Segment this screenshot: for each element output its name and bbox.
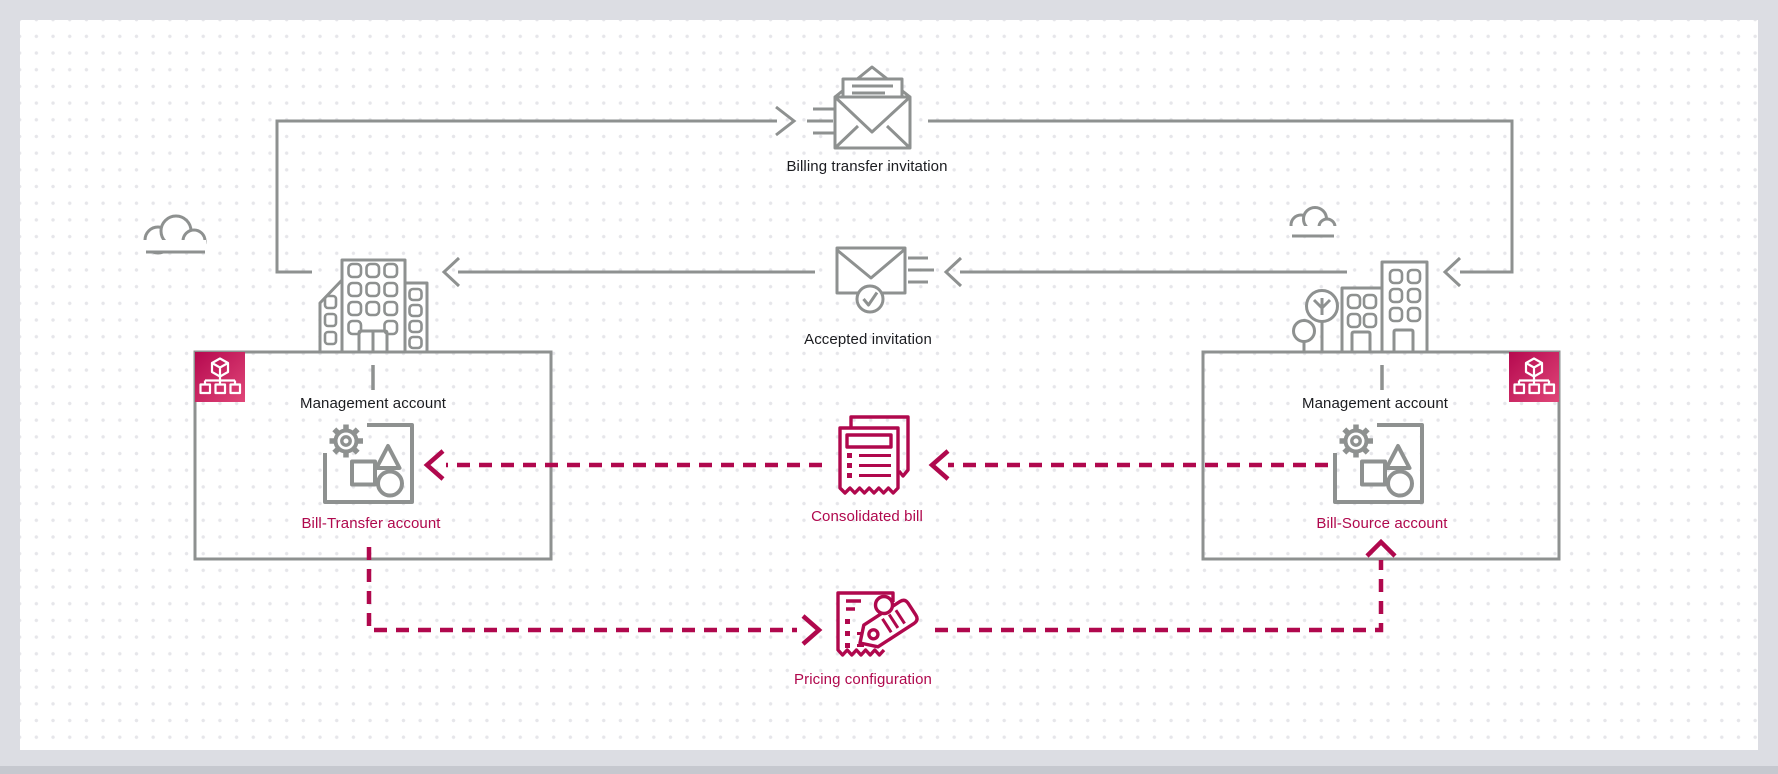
pricing-configuration-flow-line	[366, 538, 1397, 646]
billing-invitation-flow-line	[275, 105, 1514, 288]
bill-source-account-label: Bill-Source account	[1316, 515, 1448, 532]
right-management-account-label: Management account	[1301, 395, 1449, 412]
accepted-invitation-label: Accepted invitation	[804, 331, 932, 348]
cloud-icon	[1289, 206, 1337, 238]
consolidated-bill-flow-line	[423, 449, 1328, 481]
pricing-configuration-label: Pricing configuration	[793, 671, 933, 688]
account-resources-icon	[325, 425, 412, 503]
bill-transfer-account-label: Bill-Transfer account	[301, 515, 441, 532]
accepted-invitation-flow-line	[441, 256, 1347, 288]
consolidated-bill-icon	[838, 415, 910, 495]
buildings-trees-icon	[1292, 260, 1429, 354]
open-envelope-icon	[807, 65, 912, 150]
account-resources-icon	[1335, 425, 1422, 503]
organizations-icon	[1509, 352, 1559, 402]
consolidated-bill-label: Consolidated bill	[811, 508, 923, 525]
organizations-icon	[195, 352, 245, 402]
left-management-account-label: Management account	[299, 395, 447, 412]
cloud-icon	[143, 214, 207, 255]
building-icon	[318, 258, 429, 354]
window-bottom-edge	[0, 766, 1778, 774]
pricing-configuration-icon	[836, 591, 919, 657]
envelope-check-icon	[835, 246, 934, 314]
billing-invitation-label: Billing transfer invitation	[786, 158, 948, 175]
